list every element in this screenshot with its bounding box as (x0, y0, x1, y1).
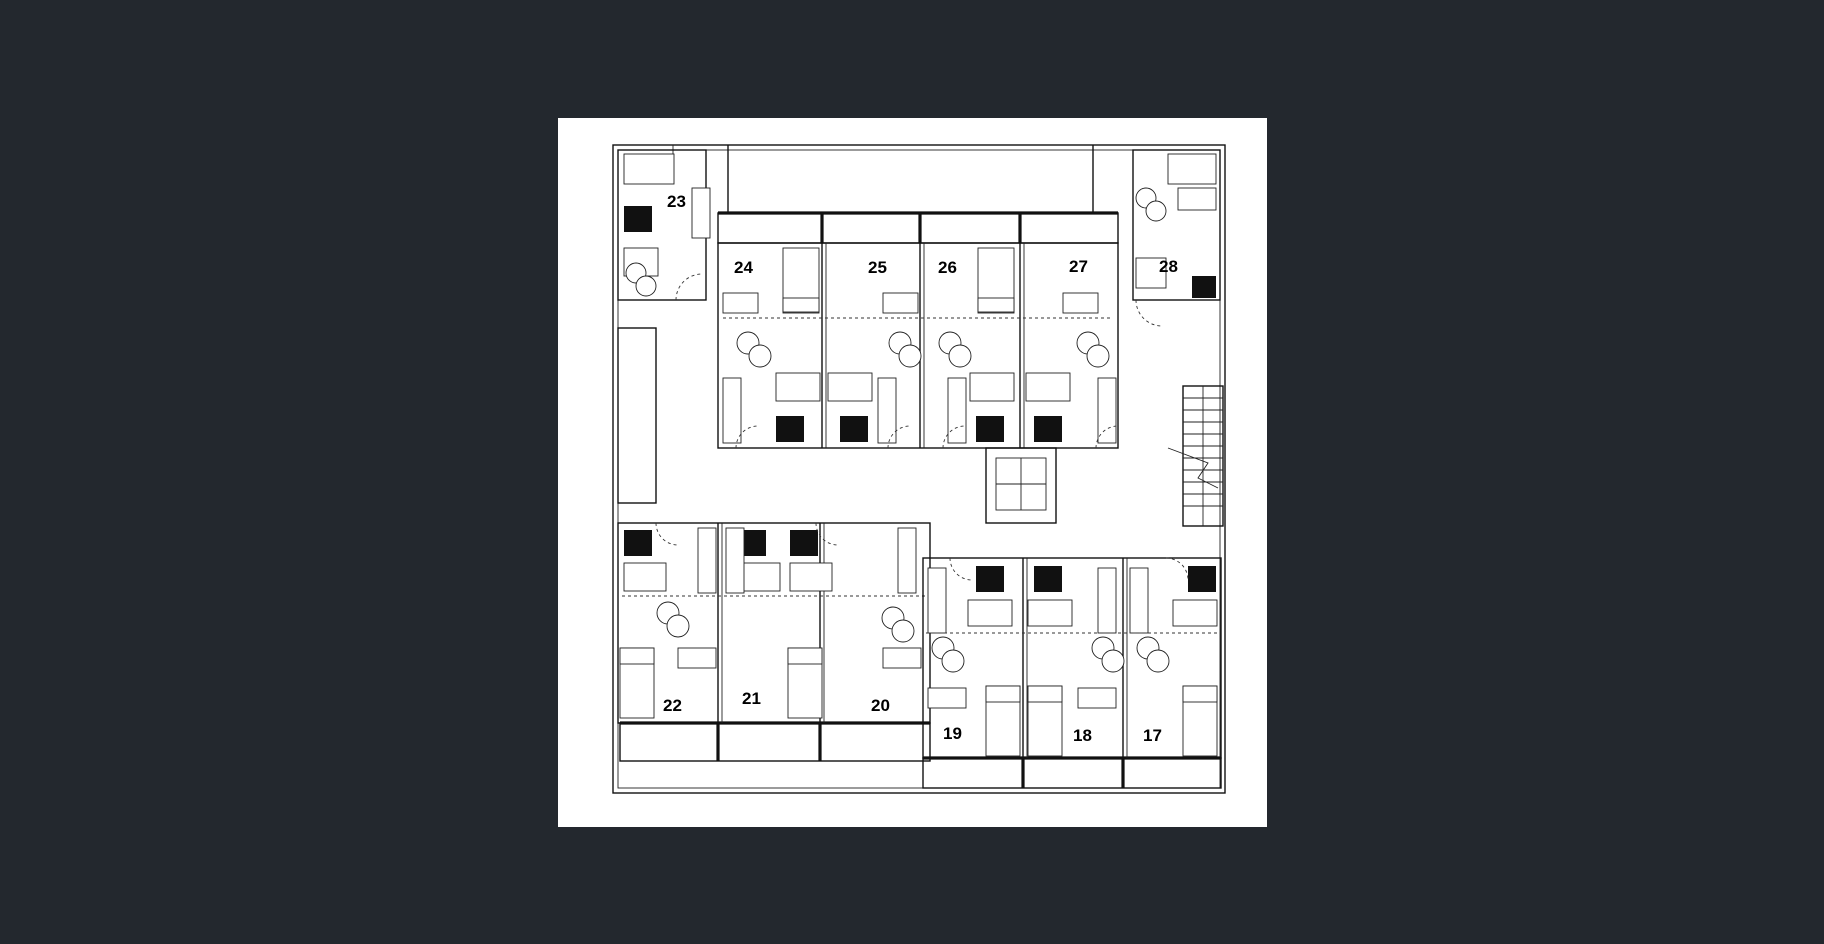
room-number-27: 27 (1069, 257, 1088, 276)
unit-23 (617, 149, 711, 301)
room-number-17: 17 (1143, 726, 1162, 745)
room-number-25: 25 (868, 258, 887, 277)
room-number-19: 19 (943, 724, 962, 743)
room-number-20: 20 (871, 696, 890, 715)
bottom-balconies (619, 721, 1222, 789)
room-number-21: 21 (742, 689, 761, 708)
room-number-26: 26 (938, 258, 957, 277)
bottom-right-unit-block (922, 557, 1222, 759)
left-corridor (617, 327, 657, 504)
room-number-23: 23 (667, 192, 686, 211)
stairwell (1167, 385, 1224, 527)
room-number-22: 22 (663, 696, 682, 715)
floor-plan-drawing: 23 24 25 26 27 28 22 21 20 19 18 17 (612, 144, 1226, 794)
bottom-left-unit-block (617, 522, 931, 724)
building-outline (612, 144, 1226, 794)
unit-28 (1132, 149, 1221, 327)
top-unit-block (717, 242, 1119, 449)
room-number-18: 18 (1073, 726, 1092, 745)
top-balconies (717, 211, 1119, 244)
elevator-core (985, 447, 1057, 524)
floor-plan-sheet: 23 24 25 26 27 28 22 21 20 19 18 17 (558, 118, 1267, 827)
room-number-24: 24 (734, 258, 753, 277)
room-labels: 23 24 25 26 27 28 22 21 20 19 18 17 (663, 192, 1178, 745)
room-number-28: 28 (1159, 257, 1178, 276)
